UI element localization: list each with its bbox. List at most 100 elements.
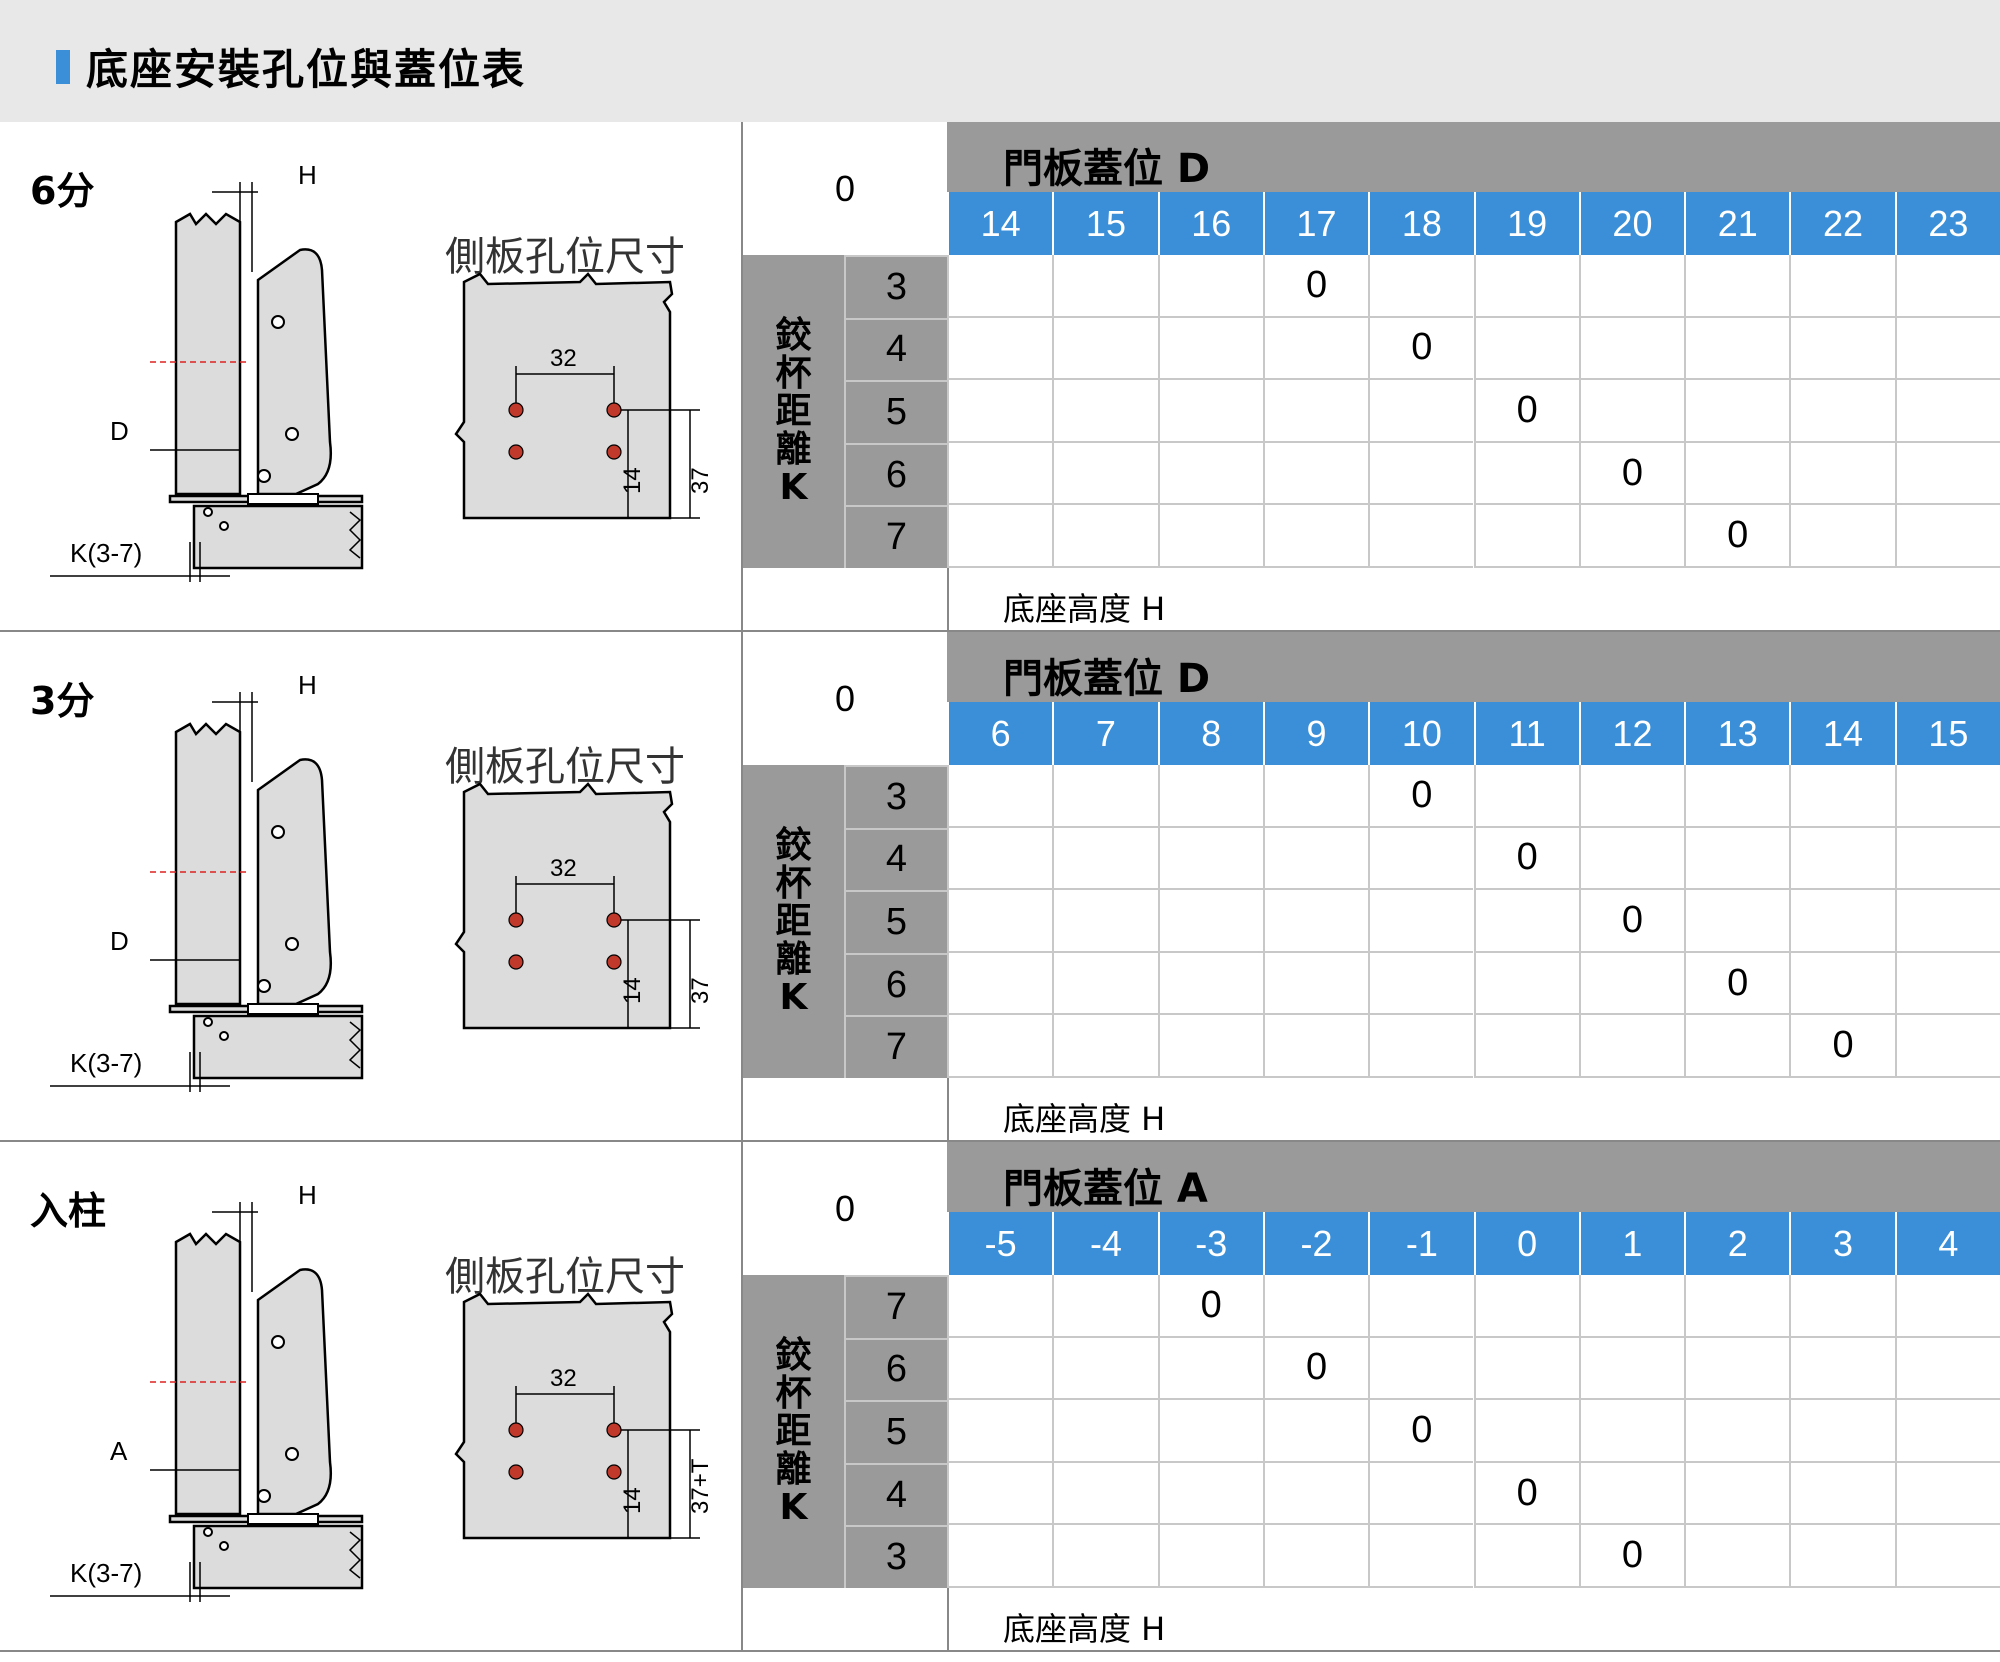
table-cell	[1473, 505, 1579, 568]
table-cell	[1789, 255, 1895, 318]
table-cell	[1684, 255, 1790, 318]
table-cell	[1157, 1015, 1263, 1078]
column-header: -2	[1262, 1212, 1368, 1275]
label-d: D	[110, 416, 129, 446]
table-cell	[1052, 1275, 1158, 1338]
k-label-char: 離	[775, 428, 812, 470]
table-cell: 0	[1473, 827, 1579, 891]
table-cell	[1578, 952, 1685, 1016]
hole	[508, 912, 524, 928]
table-cell	[1473, 890, 1579, 953]
header-bar: 底座安裝孔位與蓋位表	[0, 0, 2000, 122]
label-h: H	[298, 670, 317, 700]
side-plate-title: 側板孔位尺寸	[445, 1254, 685, 1300]
table-cell	[1052, 1337, 1158, 1401]
side-plate-wrap: 32 14 37+T	[440, 1142, 740, 1657]
table-cell	[1684, 827, 1790, 891]
k-label-char: 離	[775, 1448, 812, 1490]
table-cell	[1368, 1525, 1474, 1588]
column-header: -1	[1368, 1212, 1473, 1275]
table-cell	[1262, 827, 1369, 891]
column-header: 18	[1368, 192, 1473, 255]
table-cell	[1052, 255, 1158, 318]
table-cell	[1262, 1275, 1369, 1338]
footer-left-cell	[741, 568, 947, 632]
table-cell	[1684, 1337, 1790, 1401]
overlay-header: 門板蓋位 D	[947, 122, 2000, 192]
table-cell	[1262, 317, 1369, 381]
table-cell	[1578, 1400, 1685, 1463]
overlay-header: 門板蓋位 A	[947, 1142, 2000, 1212]
column-header: 17	[1262, 192, 1368, 255]
table-cell	[1368, 1015, 1474, 1078]
table-cell	[1157, 827, 1263, 891]
hinge-arm	[256, 758, 332, 1006]
hole	[508, 954, 524, 970]
k-value-cell: 5	[844, 380, 947, 443]
k-value-cell: 5	[844, 890, 947, 953]
k-value-cell: 7	[844, 505, 947, 568]
table-cell	[1789, 380, 1895, 443]
table-cell	[947, 442, 1053, 506]
footer-divider	[947, 1588, 949, 1652]
column-header: -4	[1052, 1212, 1157, 1275]
side-plate-wrap: 32 14 37	[440, 122, 740, 637]
table-cell	[1578, 255, 1685, 318]
hinge-arm	[256, 1268, 332, 1516]
table-cell	[1894, 890, 2000, 953]
label-37: 37	[687, 977, 714, 1004]
section-3: 入柱 H A K(3-7) 側板孔位尺寸	[0, 1142, 2000, 1652]
table-cell	[1368, 1337, 1474, 1401]
table-cell: 0	[1789, 1015, 1895, 1078]
side-plate-wrap: 32 14 37	[440, 632, 740, 1147]
hole	[606, 402, 622, 418]
column-header: 10	[1368, 702, 1473, 765]
table-cell: 0	[1684, 505, 1790, 568]
overlay-title: 門板蓋位 D	[1003, 656, 1211, 702]
label-h: H	[298, 1180, 317, 1210]
k-label-char: 鉸	[775, 314, 812, 356]
side-plate-title: 側板孔位尺寸	[445, 744, 685, 790]
hole	[606, 954, 622, 970]
column-header: -3	[1157, 1212, 1263, 1275]
table-cell	[1262, 952, 1369, 1016]
table-cell	[1578, 505, 1685, 568]
section-divider	[0, 1140, 2000, 1142]
table-cell	[1473, 255, 1579, 318]
k-label-char: 距	[775, 390, 812, 432]
table-cell	[1262, 505, 1369, 568]
table-cell: 0	[1473, 380, 1579, 443]
column-header: -5	[947, 1212, 1052, 1275]
hole	[606, 1464, 622, 1480]
table-cell	[1894, 380, 2000, 443]
table-cell	[1157, 505, 1263, 568]
hinge-diagram-wrap: H D K(3-7)	[0, 122, 440, 637]
table-cell: 0	[1262, 1337, 1369, 1401]
table-cell	[1052, 1462, 1158, 1526]
table-cell	[1894, 952, 2000, 1016]
table-cell	[947, 1275, 1053, 1338]
k-value-cell: 6	[844, 442, 947, 506]
column-header: 12	[1578, 702, 1684, 765]
corner-cell: 0	[741, 122, 947, 255]
k-label-char: 杯	[775, 352, 812, 394]
table-cell	[1473, 442, 1579, 506]
table-cell	[1473, 1400, 1579, 1463]
hole	[606, 912, 622, 928]
table-cell	[1368, 890, 1474, 953]
hinge-diagram-wrap: H A K(3-7)	[0, 1142, 440, 1657]
hole	[508, 1464, 524, 1480]
table-cell	[1789, 827, 1895, 891]
table-cell: 0	[1368, 1400, 1474, 1463]
column-header: 22	[1789, 192, 1894, 255]
footer-label: 底座高度 H	[1003, 590, 1166, 628]
table-cell	[1157, 317, 1263, 381]
table-cell: 0	[1157, 1275, 1263, 1338]
table-cell	[1262, 765, 1369, 828]
table-cell	[1894, 765, 2000, 828]
table-cell	[1684, 380, 1790, 443]
door-panel	[174, 722, 242, 1006]
table-cell	[1789, 890, 1895, 953]
